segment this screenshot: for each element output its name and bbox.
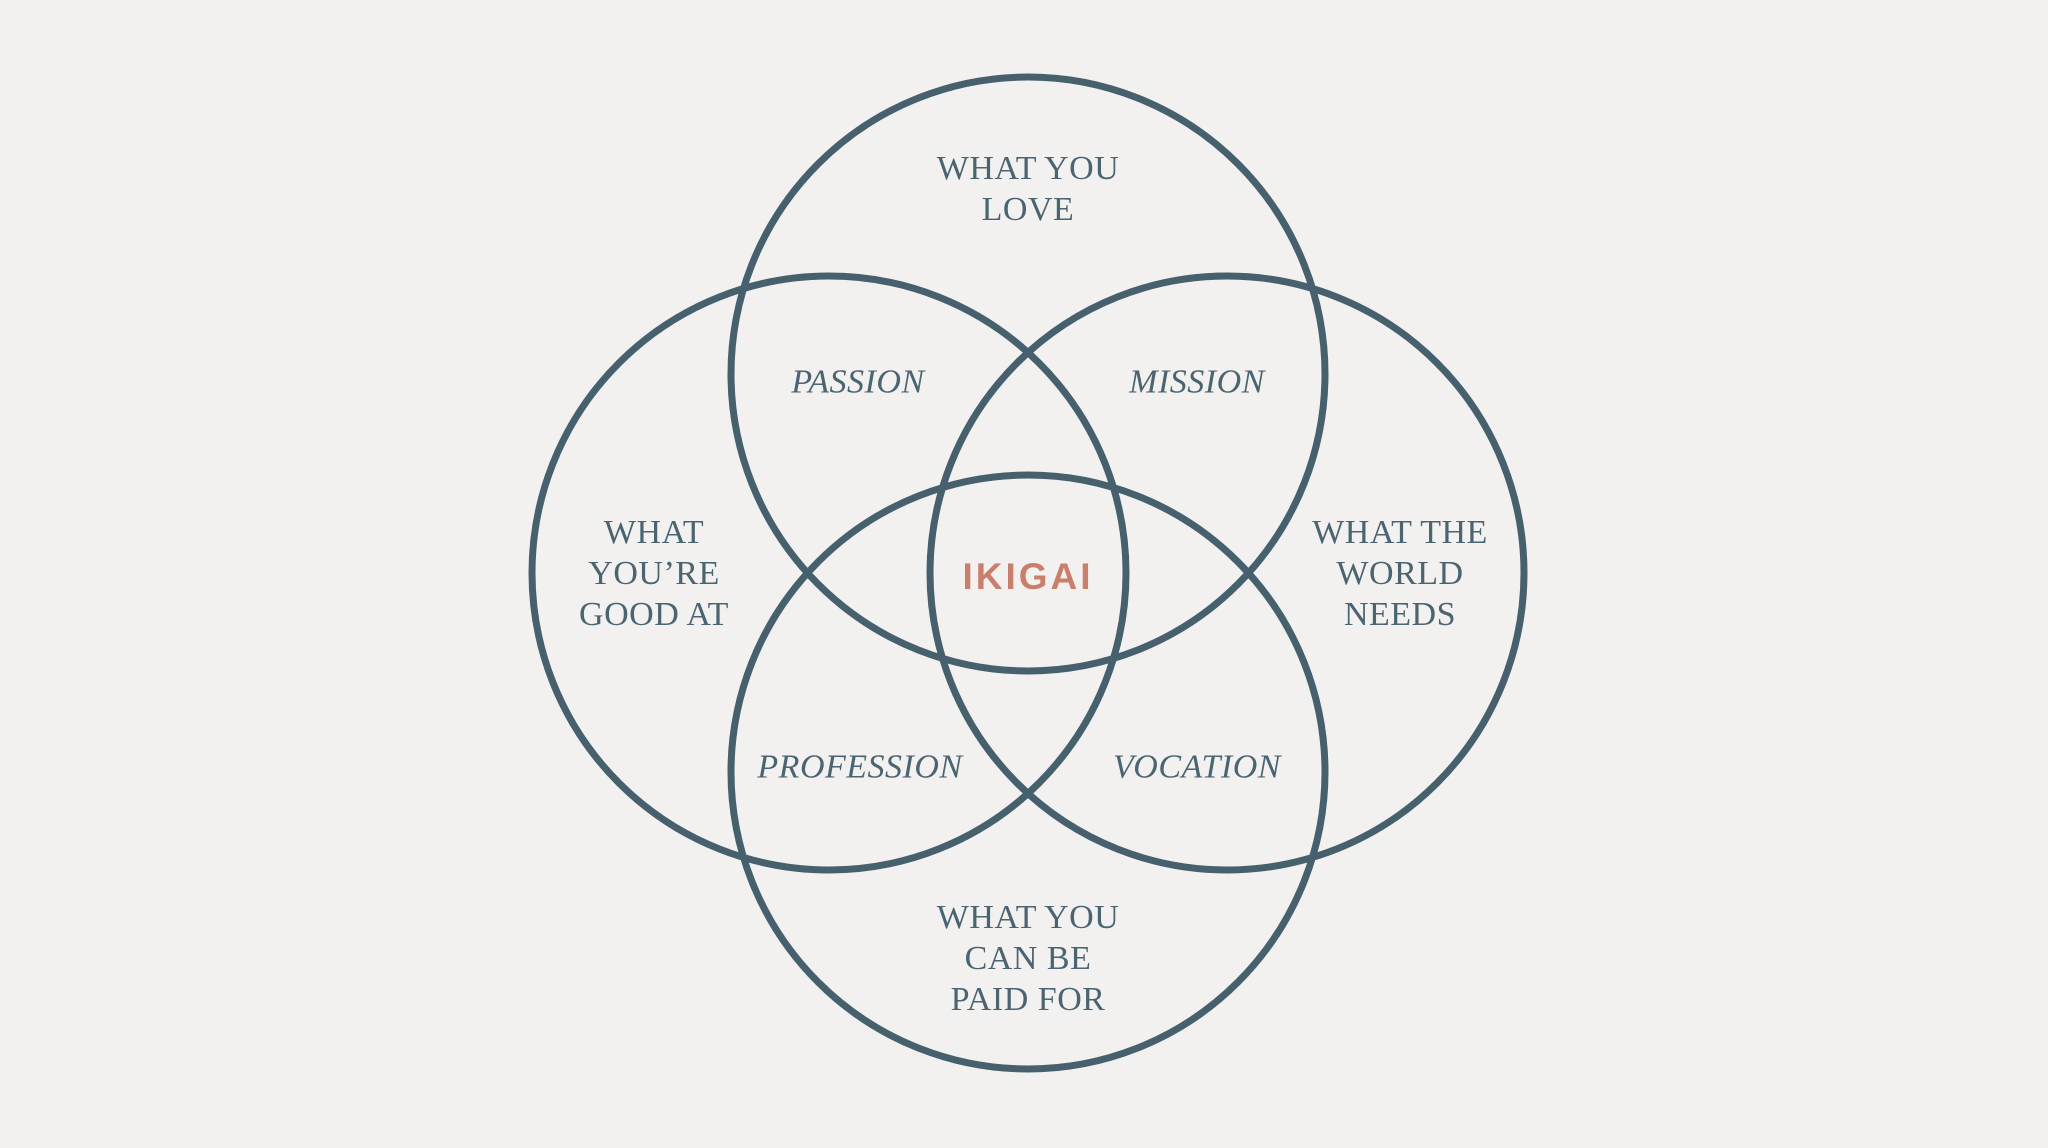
circle-what-you-can-be-paid-for (727, 471, 1329, 1073)
intersection-label-passion: PASSION (791, 363, 925, 401)
intersection-label-mission: MISSION (1129, 363, 1265, 401)
circle-label-what-you-love: WHAT YOU LOVE (936, 150, 1120, 228)
intersection-label-profession: PROFESSION (757, 748, 963, 786)
intersection-label-vocation: VOCATION (1113, 748, 1281, 786)
circle-label-what-youre-good-at: WHAT YOU’RE GOOD AT (579, 513, 729, 633)
circle-label-what-the-world-needs: WHAT THE WORLD NEEDS (1312, 513, 1488, 633)
circle-what-the-world-needs (926, 272, 1528, 874)
circle-what-youre-good-at (528, 272, 1130, 874)
circle-what-you-love (727, 73, 1329, 675)
circle-label-what-you-can-be-paid-for: WHAT YOU CAN BE PAID FOR (936, 898, 1120, 1018)
center-label-ikigai: IKIGAI (962, 555, 1094, 597)
